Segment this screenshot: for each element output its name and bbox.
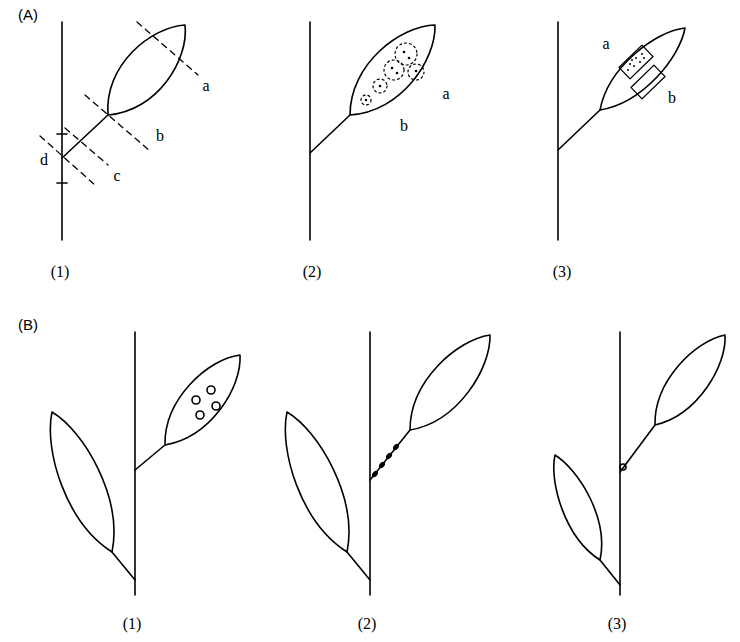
callout-letter: (1) bbox=[123, 616, 142, 632]
callout-letter: (2) bbox=[303, 264, 322, 280]
callout-letter: b bbox=[156, 128, 164, 144]
panel-label: (B) bbox=[18, 317, 38, 332]
callout-letter: (3) bbox=[608, 616, 627, 632]
callout-letter: a bbox=[202, 78, 209, 94]
callout-letter: a bbox=[602, 36, 609, 52]
callout-letter: b bbox=[668, 90, 676, 106]
callout-letter: a bbox=[442, 86, 449, 102]
callout-letter: c bbox=[113, 168, 120, 184]
callout-letter: d bbox=[40, 152, 48, 168]
callout-letter: (2) bbox=[358, 616, 377, 632]
callout-letter: (1) bbox=[51, 264, 70, 280]
callout-letter: b bbox=[400, 118, 408, 134]
callout-letter: (3) bbox=[553, 264, 572, 280]
panel-label: (A) bbox=[18, 7, 38, 22]
